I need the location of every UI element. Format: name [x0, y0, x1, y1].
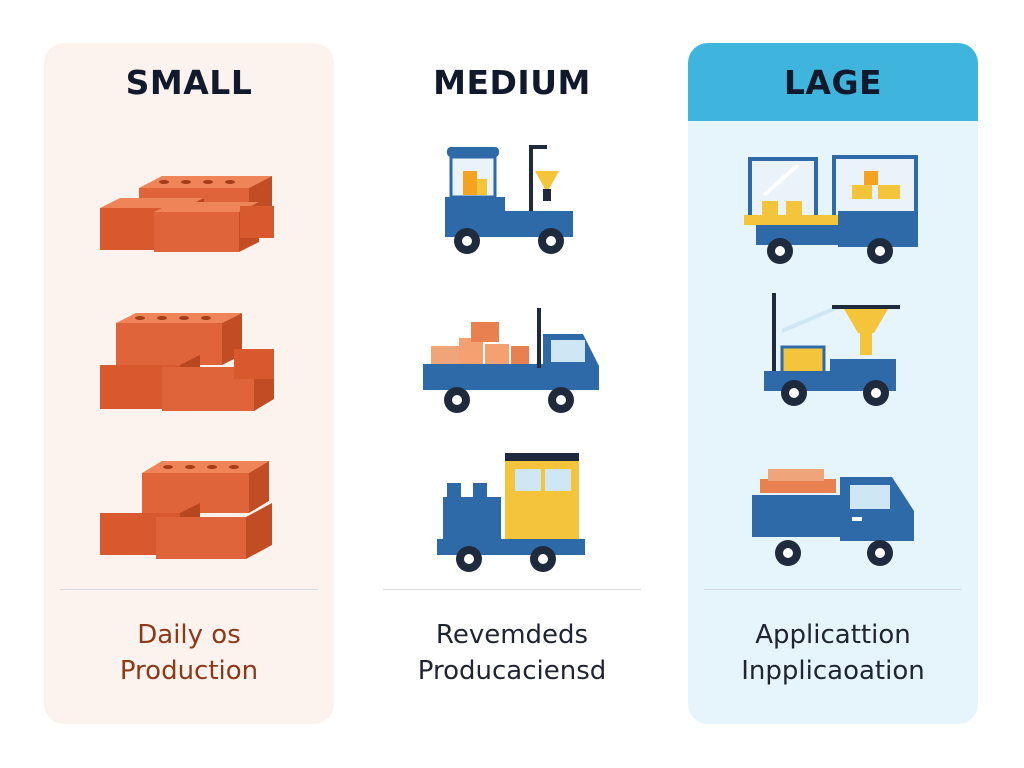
- small-caption-line2: Production: [119, 656, 259, 686]
- large-caption: Applicattion Inpplicaoation: [688, 617, 978, 689]
- large-column: LAGE: [688, 43, 978, 724]
- brick-stack-icon: [100, 461, 272, 559]
- dump-truck-icon: [752, 469, 914, 566]
- forklift-icon: [764, 293, 900, 406]
- large-divider: [704, 589, 962, 590]
- large-column-title: LAGE: [688, 43, 978, 121]
- truck-icon: [437, 453, 585, 572]
- medium-caption-line1: Revemdeds: [435, 620, 589, 650]
- medium-column-title: MEDIUM: [433, 62, 591, 102]
- small-caption: Daily os Production: [44, 617, 334, 689]
- small-divider: [60, 589, 318, 590]
- medium-divider: [383, 589, 641, 590]
- large-caption-line1: Applicattion: [755, 620, 911, 650]
- large-caption-line2: Inpplicaoation: [741, 656, 925, 686]
- cart-icon: [445, 145, 573, 254]
- small-caption-line1: Daily os: [137, 620, 241, 650]
- medium-caption: Revemdeds Producaciensd: [367, 617, 657, 689]
- delivery-truck-icon: [744, 155, 918, 264]
- medium-column: MEDIUM: [367, 43, 657, 724]
- medium-caption-line2: Producaciensd: [417, 656, 607, 686]
- brick-stack-icon: [100, 176, 274, 252]
- small-column: SMALL: [44, 43, 334, 724]
- small-column-title: SMALL: [125, 62, 253, 102]
- flatbed-truck-icon: [423, 308, 599, 413]
- brick-stack-icon: [100, 313, 274, 411]
